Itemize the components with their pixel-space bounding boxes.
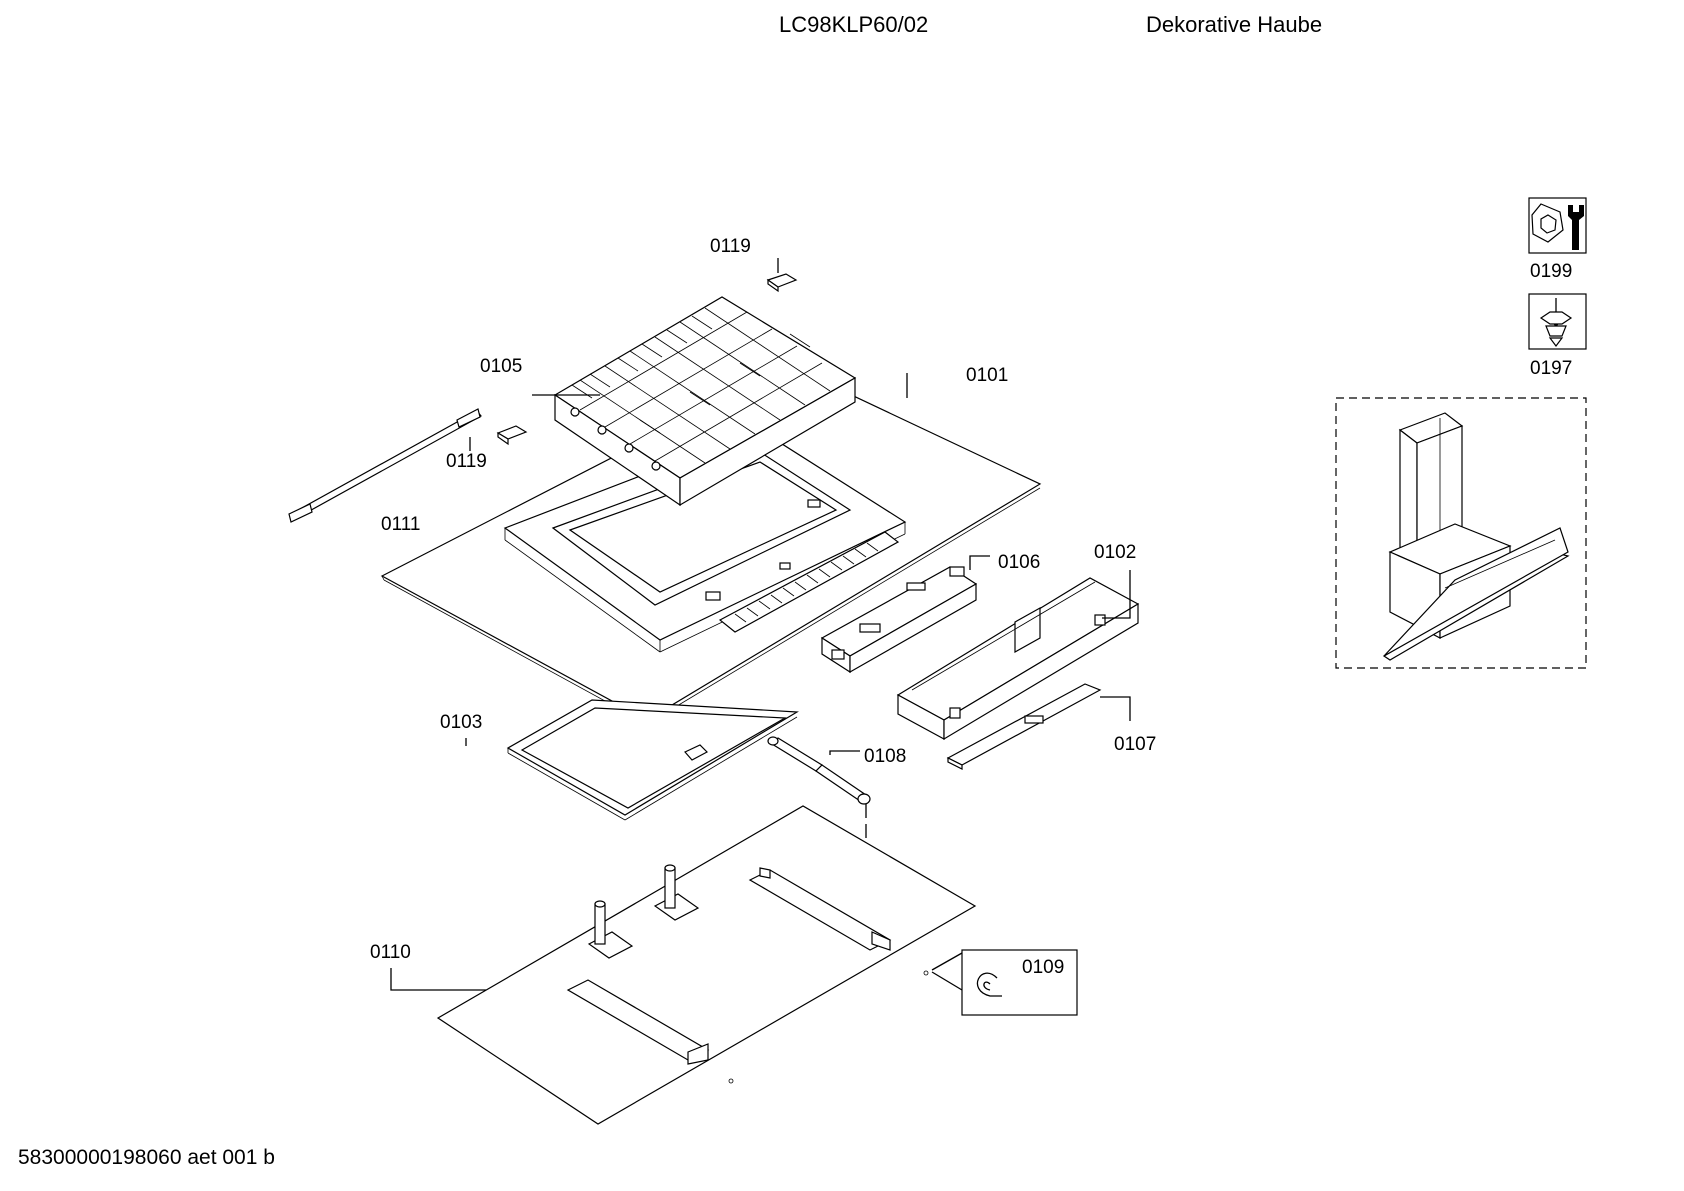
callout-0107: 0107	[1114, 734, 1156, 755]
model-number: LC98KLP60/02	[779, 12, 929, 37]
part-0119-clip-middle[interactable]	[496, 425, 528, 446]
part-0110-base-plate[interactable]	[436, 805, 977, 1125]
part-0109-retaining-clip[interactable]	[923, 949, 1078, 1016]
service-symbol-box	[1528, 197, 1587, 254]
callout-0110: 0110	[370, 942, 411, 963]
part-0102-housing[interactable]	[896, 577, 1140, 741]
callout-0197: 0197	[1530, 358, 1572, 379]
part-0105-filter[interactable]	[553, 296, 857, 507]
callout-0103: 0103	[440, 712, 482, 733]
wrench-icon	[1531, 203, 1584, 250]
callout-0108: 0108	[864, 746, 906, 767]
part-rail-strip[interactable]	[288, 408, 482, 523]
callout-0106: 0106	[998, 552, 1040, 573]
part-0108-gas-spring[interactable]	[767, 736, 871, 945]
callout-0119-middle: 0119	[446, 451, 487, 472]
callout-0101: 0101	[966, 365, 1008, 386]
callout-0111: 0111	[381, 514, 420, 535]
part-0103-filter-panel[interactable]	[506, 699, 799, 821]
callout-0199: 0199	[1530, 261, 1572, 282]
callout-0102: 0102	[1094, 542, 1136, 563]
callout-0105: 0105	[480, 356, 522, 377]
screw-icon	[1539, 298, 1573, 347]
product-preview	[1335, 397, 1587, 669]
callout-0109: 0109	[1022, 957, 1064, 978]
callout-0119-top: 0119	[710, 236, 751, 257]
part-0107-strip[interactable]	[946, 683, 1102, 770]
leader-lines	[390, 258, 1131, 991]
part-0106-control-module[interactable]	[820, 566, 978, 674]
fastening-symbol-box	[1528, 293, 1587, 350]
part-0119-clip-top[interactable]	[766, 273, 798, 293]
document-code: 58300000198060 aet 001 b	[18, 1146, 275, 1169]
part-0111-frame[interactable]	[503, 429, 907, 653]
product-description: Dekorative Haube	[1146, 12, 1323, 37]
